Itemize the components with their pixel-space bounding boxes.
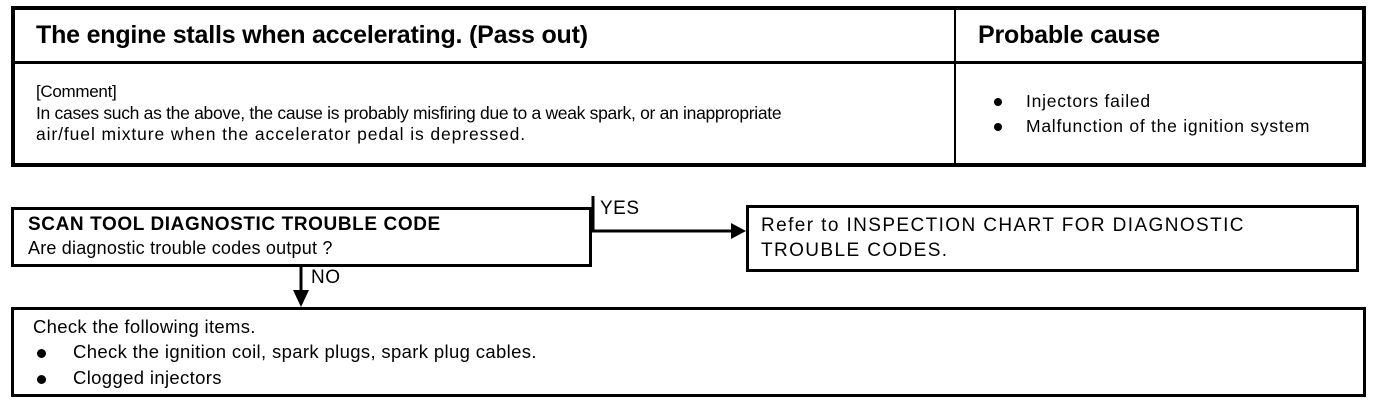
list-item: Malfunction of the ignition system [994,114,1362,139]
check-items-intro: Check the following items. [33,316,256,337]
comment-cell: [Comment] In cases such as the above, th… [15,64,956,163]
referral-line-2: TROUBLE CODES. [761,240,949,261]
table-body-row: [Comment] In cases such as the above, th… [15,64,1362,163]
symptom-header-cell: The engine stalls when accelerating. (Pa… [15,10,956,61]
list-item: Injectors failed [994,89,1362,114]
probable-cause-cell: Injectors failed Malfunction of the igni… [956,64,1362,163]
symptom-cause-table: The engine stalls when accelerating. (Pa… [11,6,1366,167]
comment-line-2: air/fuel mixture when the accelerator pe… [36,124,527,145]
scan-tool-decision-box: SCAN TOOL DIAGNOSTIC TROUBLE CODE Are di… [11,207,592,267]
comment-block: [Comment] In cases such as the above, th… [15,81,954,146]
no-branch-label: NO [311,267,341,288]
no-branch-arrowhead [293,290,309,307]
cause-header-label: Probable cause [978,21,1161,49]
table-header-row: The engine stalls when accelerating. (Pa… [15,10,1362,64]
list-item: Clogged injectors [37,365,1363,391]
list-item: Check the ignition coil, spark plugs, sp… [37,339,1363,365]
referral-box: Refer to INSPECTION CHART FOR DIAGNOSTIC… [746,205,1359,272]
symptom-title: The engine stalls when accelerating. (Pa… [36,21,588,49]
yes-branch-arrowhead [731,223,746,239]
yes-branch-label: YES [600,198,640,219]
comment-line-1: In cases such as the above, the cause is… [36,102,782,123]
decision-box-question: Are diagnostic trouble codes output ? [28,238,333,258]
cause-header-cell: Probable cause [956,10,1362,61]
check-items-box: Check the following items. Check the ign… [11,307,1366,397]
check-items-list: Check the ignition coil, spark plugs, sp… [14,339,1363,391]
referral-line-1: Refer to INSPECTION CHART FOR DIAGNOSTIC [761,215,1245,236]
comment-label: [Comment] [36,82,117,102]
probable-cause-list: Injectors failed Malfunction of the igni… [956,89,1362,139]
decision-box-title: SCAN TOOL DIAGNOSTIC TROUBLE CODE [28,214,441,235]
